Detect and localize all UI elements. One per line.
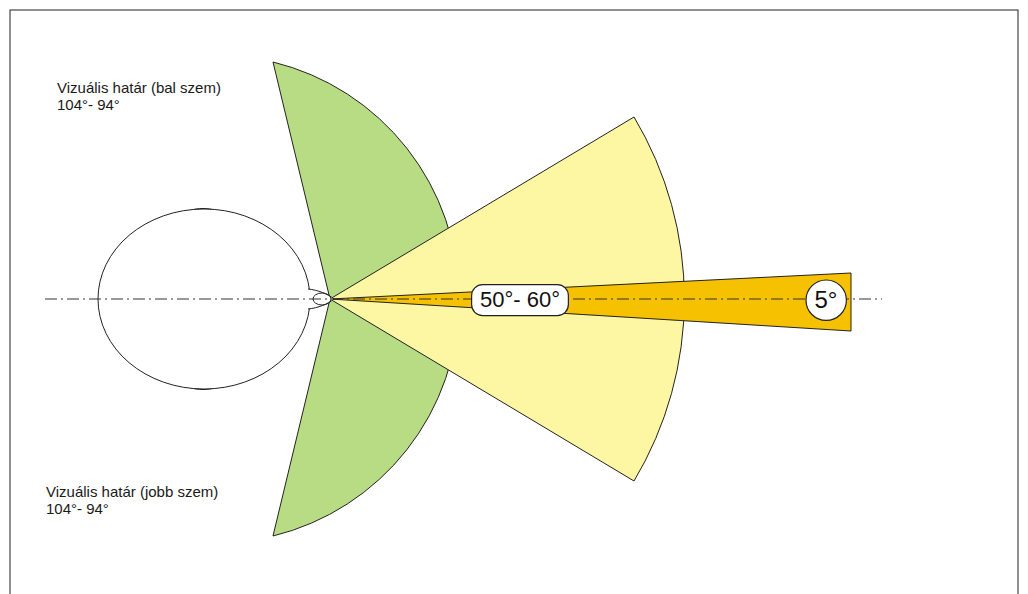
angle-circle: 5°: [805, 279, 847, 321]
angle-badge: 50°- 60°: [471, 284, 569, 316]
frame: [10, 10, 1018, 594]
angle-value: 5°: [815, 287, 838, 313]
angle-range: 104°- 94°: [46, 500, 109, 517]
angle-range: 104°- 94°: [57, 96, 120, 113]
boundary-label: Vizuális határ (jobb szem): [46, 483, 218, 500]
boundary-label: Vizuális határ (bal szem): [57, 79, 221, 96]
center-axis: [45, 299, 882, 300]
angle-value: 50°- 60°: [480, 288, 560, 312]
focus-wedge: [330, 273, 851, 331]
